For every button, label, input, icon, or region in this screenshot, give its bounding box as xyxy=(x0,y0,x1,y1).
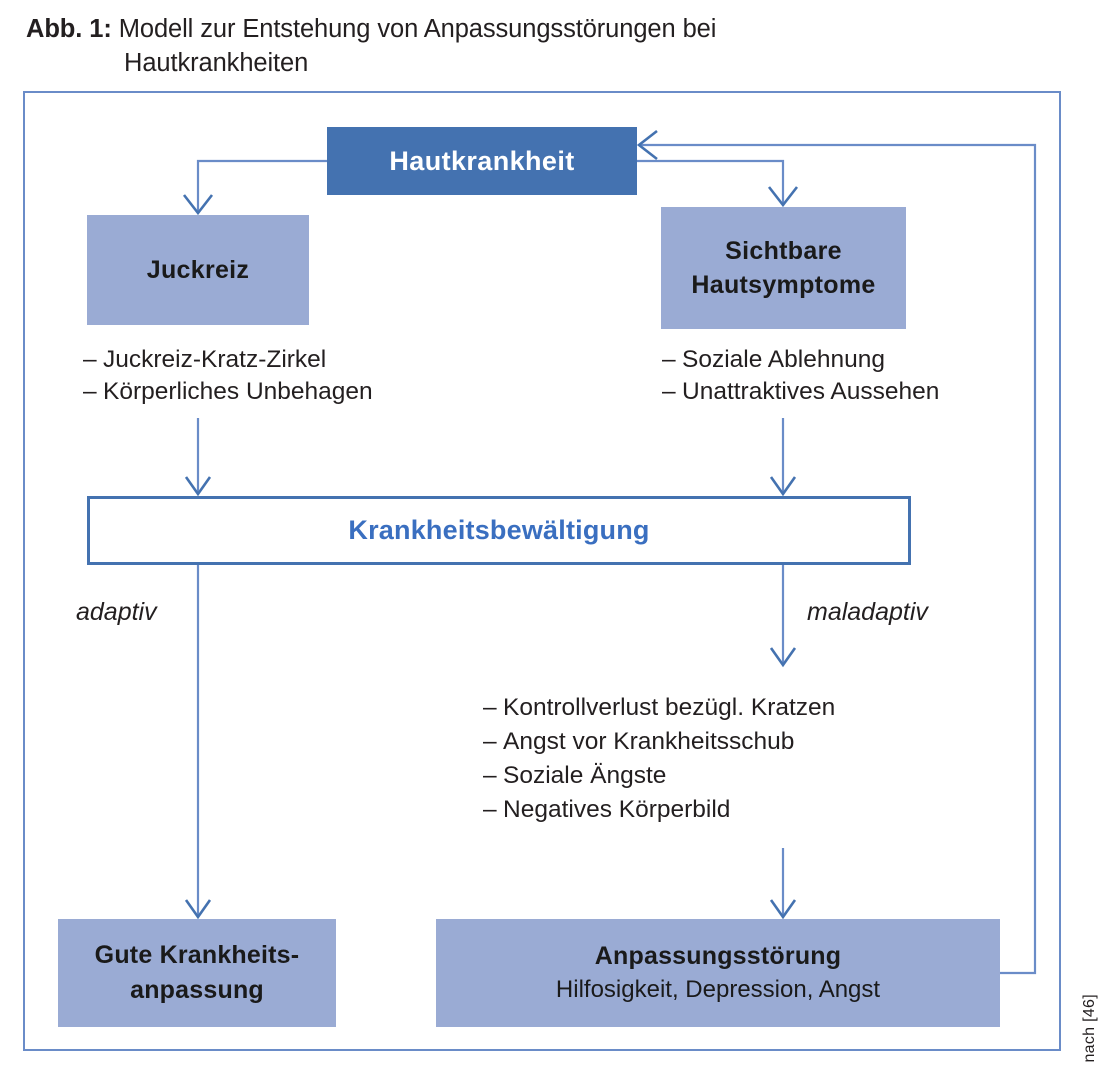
node-sichtbare-hautsymptome-line-1: Sichtbare xyxy=(725,237,842,265)
bullet-marker: – xyxy=(662,346,676,373)
figure-caption-line-1: Modell zur Entstehung von Anpassungsstör… xyxy=(118,15,717,43)
list-item-label: Unattraktives Aussehen xyxy=(682,378,940,405)
node-juckreiz[interactable]: Juckreiz xyxy=(87,215,309,325)
list-item: –Soziale Ängste xyxy=(483,759,835,793)
figure-caption-line-2: Hautkrankheiten xyxy=(124,49,309,77)
figure-number: Abb. 1: xyxy=(26,15,112,43)
bullet-marker: – xyxy=(483,796,497,823)
arrowhead-anpassungsstoerung xyxy=(769,899,797,920)
bullet-marker: – xyxy=(483,728,497,755)
arrowhead-bewaeltigung-right xyxy=(769,476,797,497)
figure-caption: Abb. 1: Modell zur Entstehung von Anpass… xyxy=(26,12,1066,80)
arrowhead-maladaptive-bullets xyxy=(769,647,797,668)
arrowhead-sichtbare xyxy=(767,186,799,208)
branch-label-adaptiv: adaptiv xyxy=(76,598,157,626)
list-item-label: Körperliches Unbehagen xyxy=(103,378,373,405)
bullet-list-sichtbare-hautsymptome: –Soziale Ablehnung –Unattraktives Ausseh… xyxy=(662,344,939,408)
node-krankheitsbewaeltigung-label: Krankheitsbewältigung xyxy=(348,515,650,545)
arrowhead-juckreiz xyxy=(182,194,214,216)
list-item-label: Kontrollverlust bezügl. Kratzen xyxy=(503,694,836,721)
list-item: –Angst vor Krankheitsschub xyxy=(483,725,835,759)
list-item-label: Soziale Ängste xyxy=(503,762,667,789)
list-item-label: Juckreiz-Kratz-Zirkel xyxy=(103,346,327,373)
bullet-list-juckreiz: –Juckreiz-Kratz-Zirkel –Körperliches Unb… xyxy=(83,344,373,408)
list-item-label: Angst vor Krankheitsschub xyxy=(503,728,795,755)
node-gute-krankheitsanpassung-line-2: anpassung xyxy=(130,976,264,1004)
node-juckreiz-label: Juckreiz xyxy=(146,255,250,284)
node-sichtbare-hautsymptome-line-2: Hautsymptome xyxy=(691,271,876,299)
diagram-frame: Hautkrankheit Juckreiz Sichtbare Hautsym… xyxy=(23,91,1061,1051)
node-anpassungsstoerung-title: Anpassungsstörung xyxy=(594,942,842,970)
list-item: –Juckreiz-Kratz-Zirkel xyxy=(83,344,373,376)
node-anpassungsstoerung-subtitle: Hilfosigkeit, Depression, Angst xyxy=(555,976,881,1003)
list-item: –Unattraktives Aussehen xyxy=(662,376,939,408)
list-item: –Soziale Ablehnung xyxy=(662,344,939,376)
connector-hautkrankheit-to-sichtbare xyxy=(637,159,785,203)
source-credit: nach [46] xyxy=(1081,994,1098,1063)
node-gute-krankheitsanpassung[interactable]: Gute Krankheits- anpassung xyxy=(58,919,336,1027)
bullet-marker: – xyxy=(483,694,497,721)
node-anpassungsstoerung[interactable]: Anpassungsstörung Hilfosigkeit, Depressi… xyxy=(436,919,1000,1027)
node-krankheitsbewaeltigung[interactable]: Krankheitsbewältigung xyxy=(87,496,911,565)
node-hautkrankheit-label: Hautkrankheit xyxy=(389,145,575,176)
bullet-marker: – xyxy=(662,378,676,405)
node-sichtbare-hautsymptome[interactable]: Sichtbare Hautsymptome xyxy=(661,207,906,329)
bullet-marker: – xyxy=(83,378,97,405)
node-gute-krankheitsanpassung-line-1: Gute Krankheits- xyxy=(94,941,300,969)
list-item: –Körperliches Unbehagen xyxy=(83,376,373,408)
bullet-marker: – xyxy=(483,762,497,789)
arrowhead-feedback-loop xyxy=(636,129,658,161)
node-hautkrankheit[interactable]: Hautkrankheit xyxy=(327,127,637,195)
list-item-label: Negatives Körperbild xyxy=(503,796,731,823)
arrowhead-bewaeltigung-left xyxy=(184,476,212,497)
list-item-label: Soziale Ablehnung xyxy=(682,346,885,373)
branch-label-maladaptiv: maladaptiv xyxy=(807,598,928,626)
list-item: –Kontrollverlust bezügl. Kratzen xyxy=(483,691,835,725)
bullet-list-maladaptiv: –Kontrollverlust bezügl. Kratzen –Angst … xyxy=(483,691,835,827)
arrowhead-gute-anpassung xyxy=(184,899,212,920)
list-item: –Negatives Körperbild xyxy=(483,793,835,827)
connector-hautkrankheit-to-juckreiz xyxy=(196,159,327,211)
bullet-marker: – xyxy=(83,346,97,373)
